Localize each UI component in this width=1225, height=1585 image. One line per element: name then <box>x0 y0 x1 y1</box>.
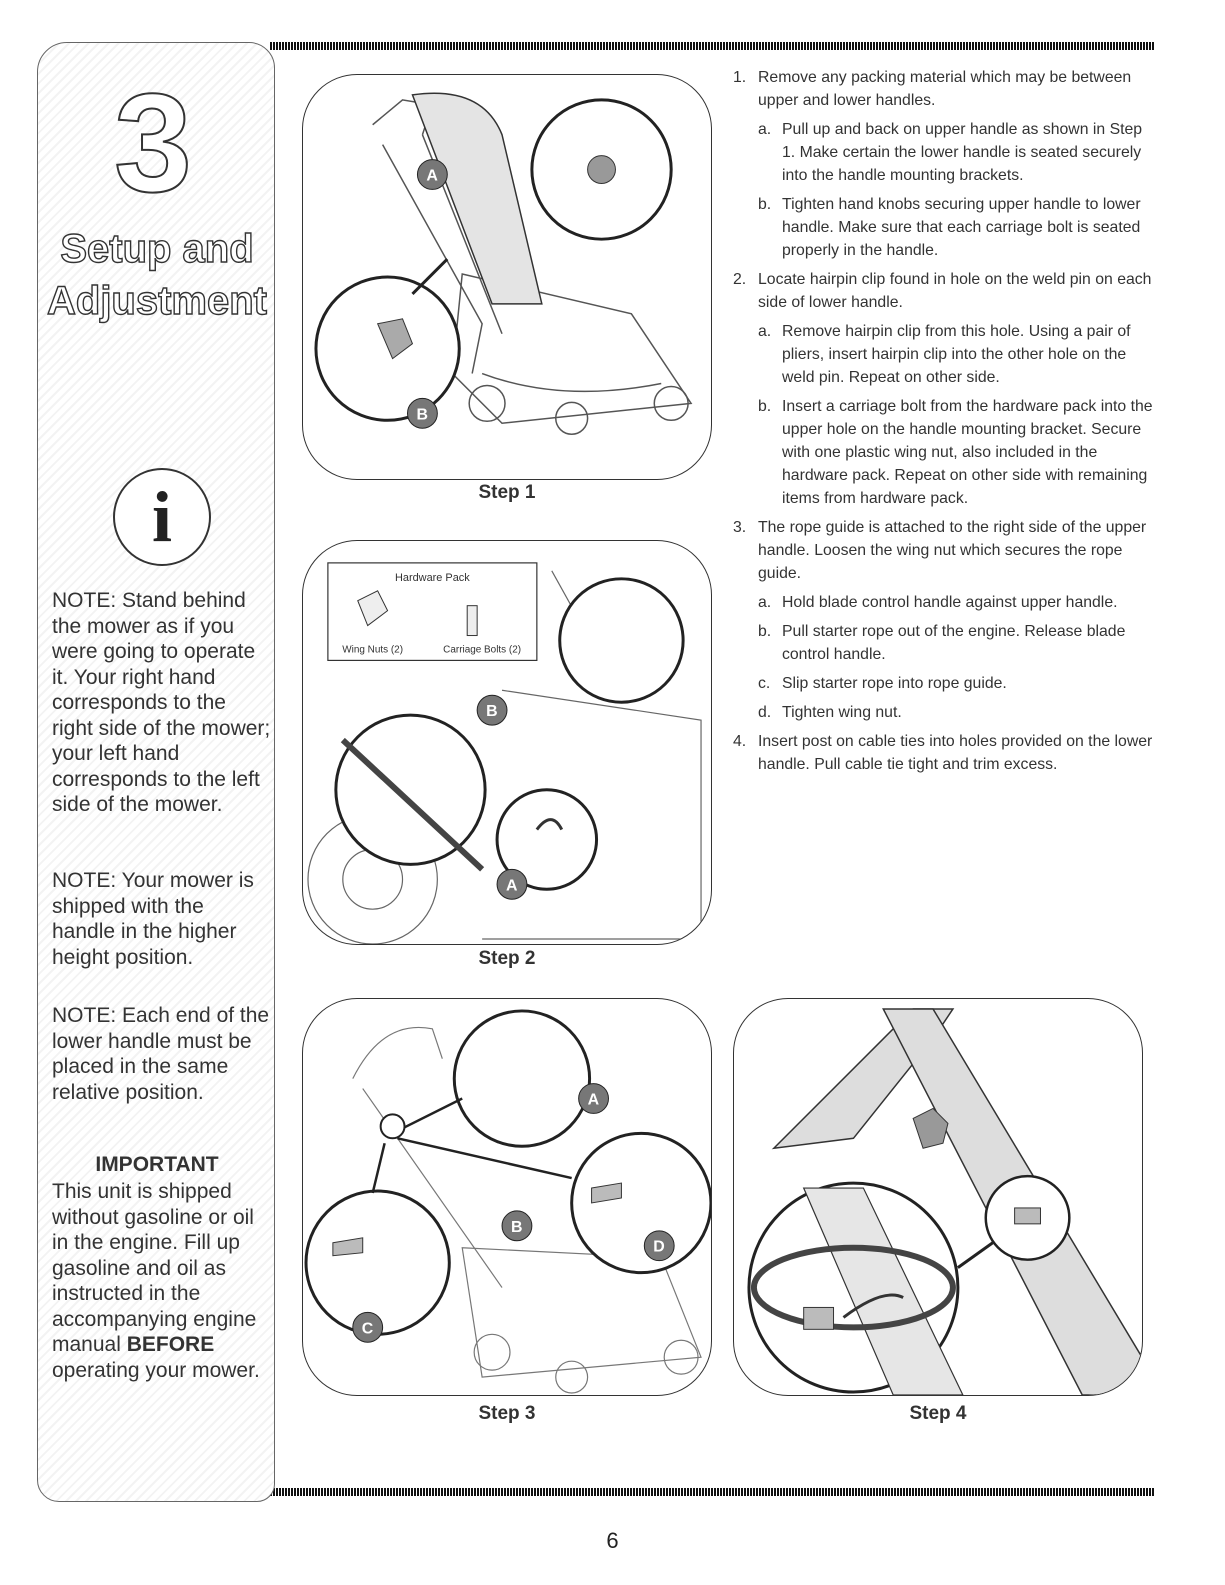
step3-callout-d: D <box>653 1239 665 1256</box>
instruction-step-3a: a. Hold blade control handle against uppe… <box>733 591 1158 614</box>
step-label: 4. <box>733 733 747 750</box>
step3-illustration: A B C D <box>304 1009 711 1394</box>
section-title-line1: Setup and <box>60 226 255 271</box>
instruction-step-3b: b. Pull starter rope out of the engine. R… <box>733 620 1158 666</box>
page-number: 6 <box>606 1528 619 1553</box>
instruction-step-2b: b. Insert a carriage bolt from the hardwa… <box>733 395 1158 510</box>
step-label: 1. <box>733 69 747 86</box>
instruction-step-3c: c. Slip starter rope into rope guide. <box>733 672 1158 695</box>
sub-label: a. <box>758 594 772 611</box>
instructions: 1. Remove any packing material which may … <box>733 66 1158 782</box>
carriage-bolts-label: Carriage Bolts (2) <box>443 644 521 655</box>
bottom-rule <box>270 1488 1155 1496</box>
important-heading: IMPORTANT <box>95 1153 219 1176</box>
sub-label: a. <box>758 323 772 340</box>
important-text: This unit is shipped without gasoline or… <box>52 1179 272 1383</box>
instruction-step-1: 1. Remove any packing material which may … <box>733 66 1158 112</box>
instruction-step-3: 3. The rope guide is attached to the righ… <box>733 516 1158 585</box>
step-text: Insert post on cable ties into holes pro… <box>758 733 1153 773</box>
section-number: 3 <box>113 64 193 221</box>
note-lower-handle: NOTE: Each end of the lower handle must … <box>52 1004 270 1104</box>
step3-callout-c: C <box>362 1320 374 1337</box>
sub-text: Pull up and back on upper handle as show… <box>782 121 1143 184</box>
sub-text: Remove hairpin clip from this hole. Usin… <box>782 323 1131 386</box>
step1-callout-b: B <box>416 406 428 423</box>
instruction-step-4: 4. Insert post on cable ties into holes p… <box>733 730 1158 776</box>
instruction-step-2a: a. Remove hairpin clip from this hole. Us… <box>733 320 1158 389</box>
step2-caption: Step 2 <box>478 948 536 969</box>
step1-callout-a: A <box>426 167 438 184</box>
step-text: The rope guide is attached to the right … <box>758 519 1147 582</box>
step4-illustration <box>747 1008 1142 1395</box>
step4-caption: Step 4 <box>909 1403 967 1424</box>
sub-text: Pull starter rope out of the engine. Rel… <box>782 623 1126 663</box>
step-text: Remove any packing material which may be… <box>758 69 1132 109</box>
step1-caption: Step 1 <box>478 482 536 503</box>
sub-label: d. <box>758 704 772 721</box>
sub-label: a. <box>758 121 772 138</box>
note-handle-height: NOTE: Your mower is shipped with the han… <box>52 869 254 969</box>
hardware-pack-title: Hardware Pack <box>395 572 470 584</box>
instruction-step-1a: a. Pull up and back on upper handle as sh… <box>733 118 1158 187</box>
instruction-step-3d: d. Tighten wing nut. <box>733 701 1158 724</box>
sub-label: b. <box>758 196 772 213</box>
sub-label: b. <box>758 623 772 640</box>
step2-callout-b: B <box>486 703 498 720</box>
step-text: Locate hairpin clip found in hole on the… <box>758 271 1152 311</box>
sidebar: 3 Setup and Adjustment i NOTE: Stand beh… <box>37 42 275 1502</box>
step3-figure: A B C D <box>302 998 712 1396</box>
section-title-line2: Adjustment <box>46 278 267 323</box>
sub-text: Tighten wing nut. <box>782 704 902 721</box>
step1-illustration: A B <box>314 92 693 435</box>
sub-label: b. <box>758 398 772 415</box>
sub-text: Tighten hand knobs securing upper handle… <box>782 196 1141 259</box>
important-text-before: This unit is shipped without gasoline or… <box>52 1180 257 1356</box>
step4-figure <box>733 998 1143 1396</box>
sub-text: Hold blade control handle against upper … <box>782 594 1118 611</box>
step2-illustration: Hardware Pack Wing Nuts (2) Carriage Bol… <box>307 562 702 944</box>
wing-nuts-label: Wing Nuts (2) <box>342 644 403 655</box>
step2-figure: Hardware Pack Wing Nuts (2) Carriage Bol… <box>302 540 712 945</box>
step3-callout-a: A <box>588 1091 600 1108</box>
sub-label: c. <box>758 675 771 692</box>
step3-callout-b: B <box>511 1219 522 1236</box>
step1-figure: A B <box>302 74 712 480</box>
note-orientation: NOTE: Stand behind the mower as if you w… <box>52 589 271 816</box>
important-text-after: operating your mower. <box>52 1358 260 1382</box>
instruction-step-1b: b. Tighten hand knobs securing upper hand… <box>733 193 1158 262</box>
sub-text: Insert a carriage bolt from the hardware… <box>782 398 1153 507</box>
info-glyph: i <box>151 476 172 557</box>
section-title: Setup and Adjustment <box>38 223 276 327</box>
step3-caption: Step 3 <box>478 1403 536 1424</box>
instruction-step-2: 2. Locate hairpin clip found in hole on t… <box>733 268 1158 314</box>
step-label: 2. <box>733 271 747 288</box>
sub-text: Slip starter rope into rope guide. <box>782 675 1007 692</box>
top-rule <box>270 42 1155 50</box>
important-emphasis: BEFORE <box>126 1333 215 1356</box>
step-label: 3. <box>733 519 747 536</box>
step2-callout-a: A <box>506 877 518 894</box>
info-icon: i <box>113 468 211 566</box>
